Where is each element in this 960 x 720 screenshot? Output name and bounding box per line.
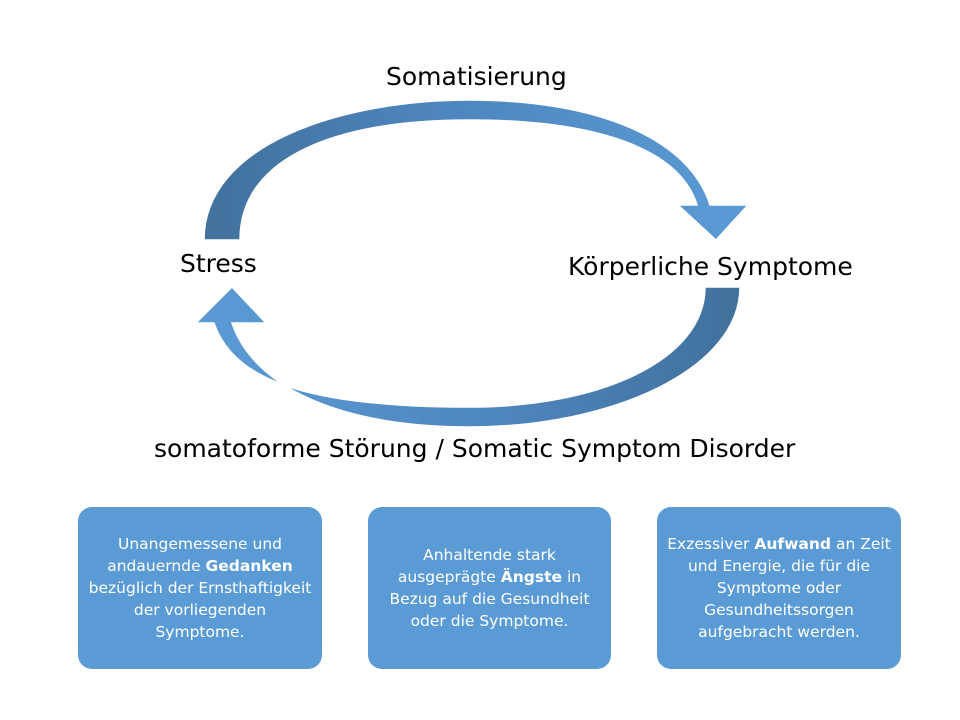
- criterion-text: Anhaltende stark ausgeprägte Ängste in B…: [378, 544, 601, 632]
- criterion-text-post: bezüglich der Ernsthaftigkeit der vorlie…: [88, 579, 312, 641]
- bottom-curved-arrow: [194, 285, 741, 428]
- criterion-box-gedanken: Unangemessene und andauernde Gedanken be…: [78, 507, 322, 669]
- criterion-keyword: Gedanken: [205, 557, 293, 575]
- criterion-text: Unangemessene und andauernde Gedanken be…: [88, 533, 312, 643]
- label-somatisierung: Somatisierung: [386, 62, 567, 91]
- criterion-box-aengste: Anhaltende stark ausgeprägte Ängste in B…: [368, 507, 611, 669]
- criterion-keyword: Ängste: [500, 568, 563, 586]
- criterion-text-post: in Bezug auf die Gesundheit oder die Sym…: [389, 568, 590, 630]
- criterion-text-post: an Zeit und Energie, die für die Symptom…: [687, 535, 891, 641]
- criterion-box-aufwand: Exzessiver Aufwand an Zeit und Energie, …: [657, 507, 901, 669]
- criterion-text-pre: Exzessiver: [667, 535, 755, 553]
- label-stress: Stress: [180, 249, 257, 278]
- criterion-text-pre: Unangemessene und andauernde: [107, 535, 282, 575]
- label-koerperliche-symptome: Körperliche Symptome: [568, 252, 853, 281]
- criterion-text-pre: Anhaltende stark ausgeprägte: [397, 546, 556, 586]
- top-curved-arrow: [203, 99, 750, 242]
- label-somatic-symptom-disorder: somatoforme Störung / Somatic Symptom Di…: [154, 434, 796, 463]
- criterion-keyword: Aufwand: [754, 535, 832, 553]
- criterion-text: Exzessiver Aufwand an Zeit und Energie, …: [667, 533, 891, 643]
